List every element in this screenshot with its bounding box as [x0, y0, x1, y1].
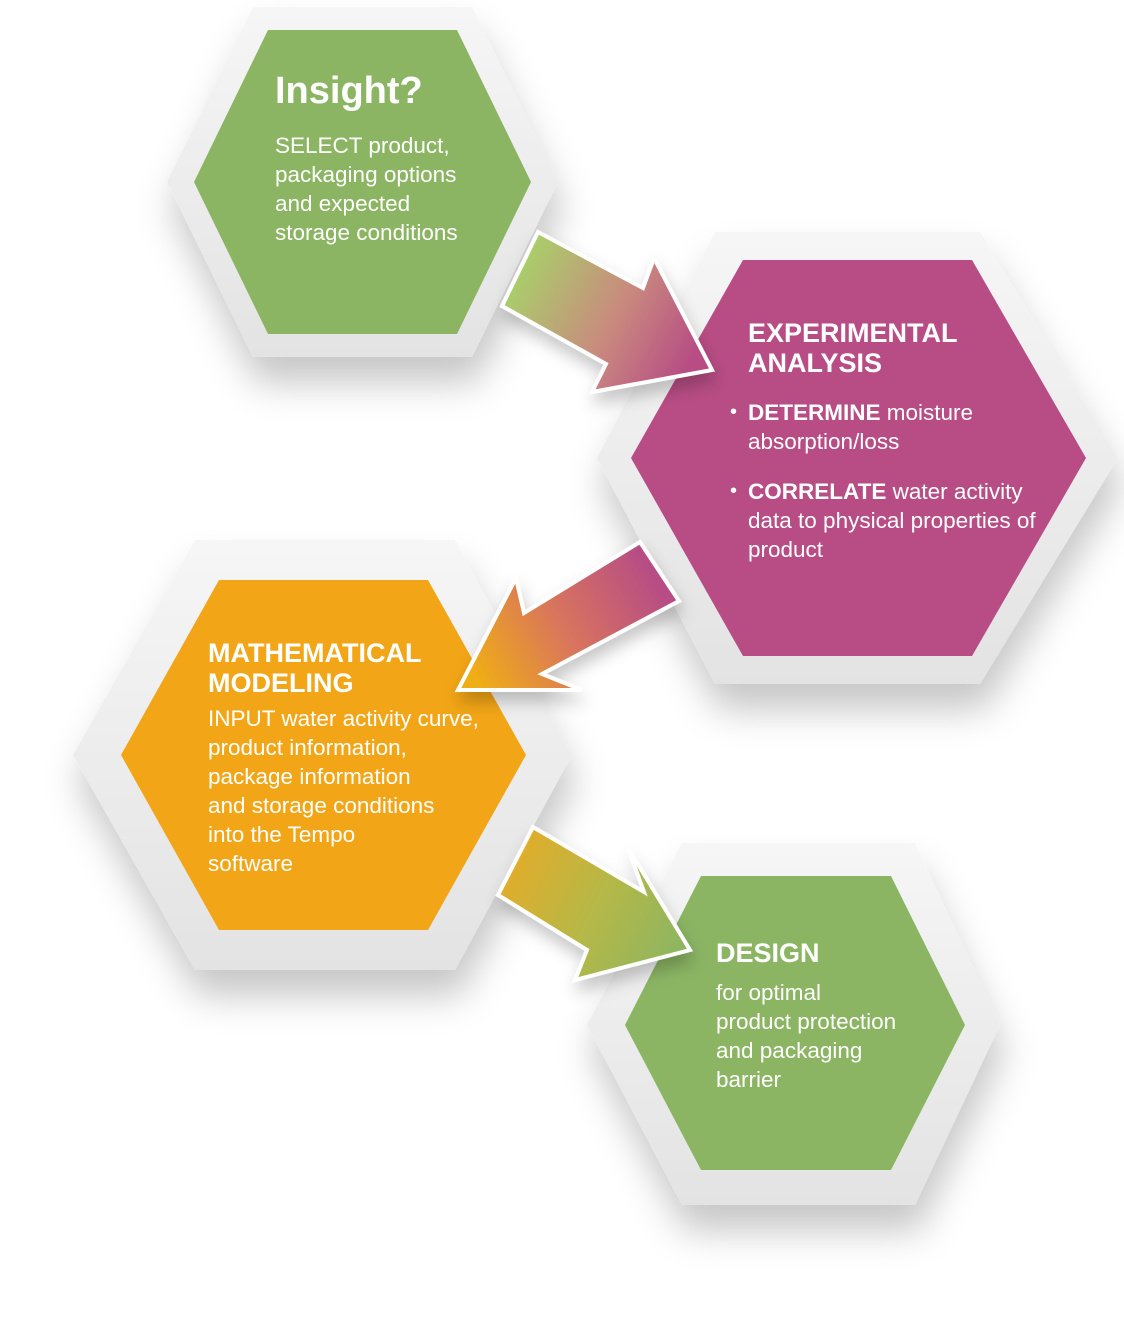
- step-analysis-bullets: DETERMINE moisture absorption/loss CORRE…: [730, 398, 1048, 564]
- step-analysis: EXPERIMENTAL ANALYSIS DETERMINE moisture…: [730, 318, 1048, 585]
- step-modeling-title-line2: MODELING: [208, 668, 354, 699]
- arrow-modeling-to-design: [495, 824, 694, 983]
- step-design-title: DESIGN: [716, 938, 820, 968]
- bullet-determine: DETERMINE moisture absorption/loss: [730, 398, 1048, 456]
- hexagon-insight: [167, 7, 558, 357]
- step-analysis-title: EXPERIMENTAL ANALYSIS: [748, 318, 1048, 378]
- step-modeling: MATHEMATICAL MODELING INPUT water activi…: [208, 638, 508, 878]
- step-insight: Insight? SELECT product, packaging optio…: [275, 70, 515, 247]
- step-insight-title: Insight?: [275, 70, 423, 112]
- step-design-body: for optimal product protection and packa…: [716, 980, 897, 1093]
- step-modeling-title: MATHEMATICAL MODELING: [208, 638, 508, 698]
- step-insight-body: SELECT product, packaging options and ex…: [275, 132, 458, 245]
- hexagon-design: [587, 843, 1000, 1205]
- step-design: DESIGN for optimal product protection an…: [716, 938, 956, 1094]
- hexagon-modeling-face: [121, 580, 526, 930]
- arrow-insight-to-analysis: [499, 229, 716, 395]
- bullet-correlate: CORRELATE water activity data to physica…: [730, 477, 1048, 564]
- hexagon-design-face: [625, 876, 965, 1170]
- hexagon-modeling: [73, 540, 572, 970]
- step-analysis-title-line1: EXPERIMENTAL: [748, 318, 958, 348]
- hexagon-insight-face: [194, 30, 531, 334]
- arrow-analysis-to-modeling: [454, 539, 682, 692]
- step-modeling-title-line1: MATHEMATICAL: [208, 638, 422, 668]
- step-modeling-body: INPUT water activity curve, product info…: [208, 706, 479, 877]
- step-analysis-title-line2: ANALYSIS: [748, 348, 883, 379]
